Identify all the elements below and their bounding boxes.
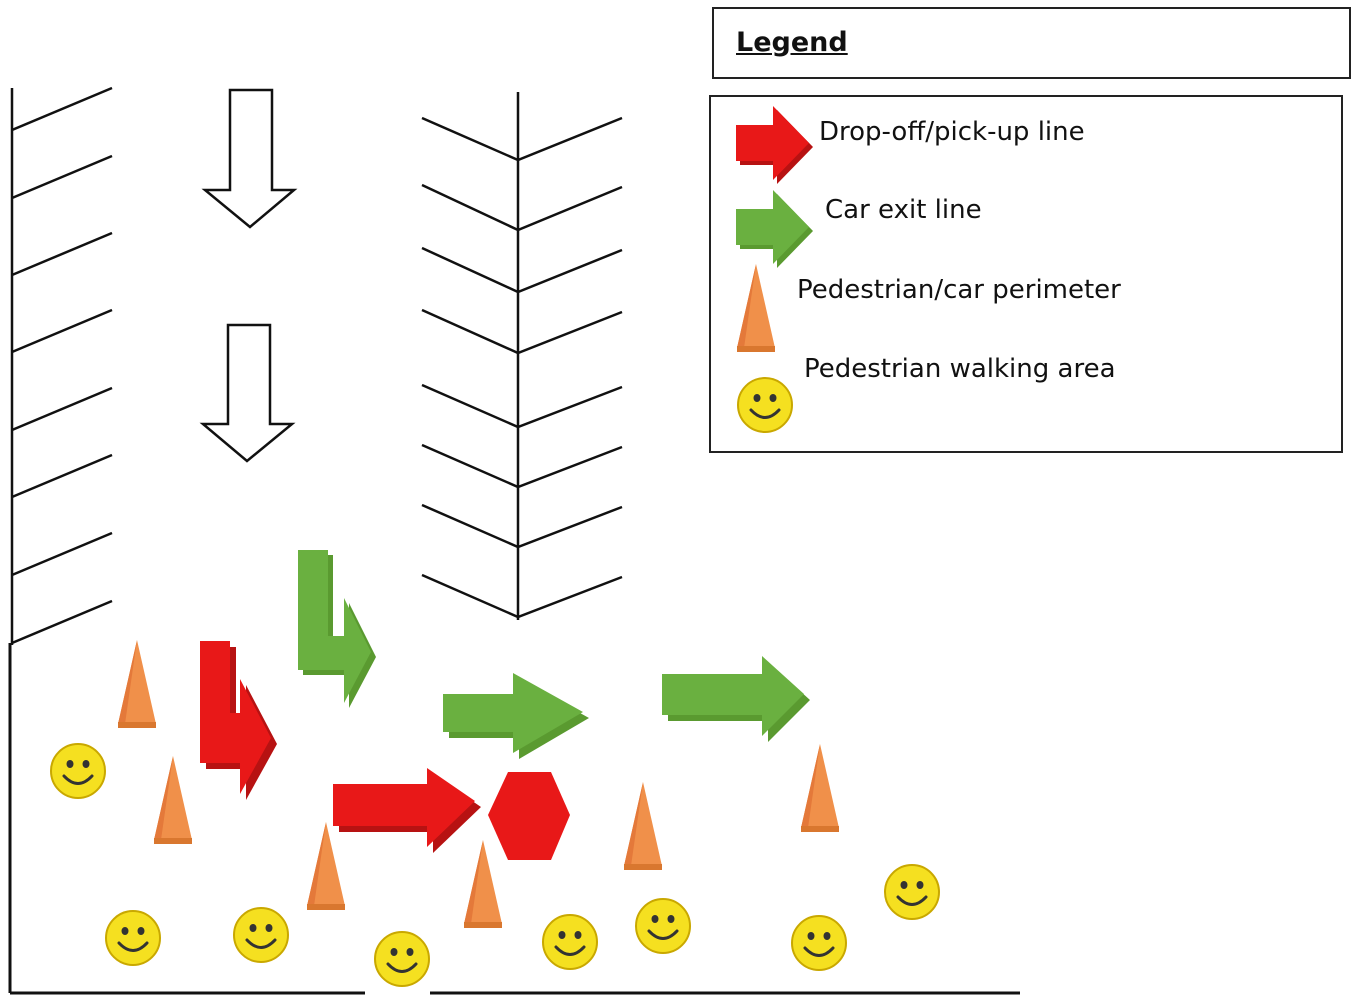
perimeter-cone [154,756,192,844]
pedestrian-area-smiley [790,914,848,972]
pedestrian-area-smiley [634,897,692,955]
legend-label-perimeter: Pedestrian/car perimeter [797,275,1121,305]
legend: Drop-off/pick-up line Car exit line Pede… [709,95,1343,453]
orange-cone-icon [737,264,775,352]
perimeter-cone [307,822,345,910]
lot-boundary [8,643,1020,995]
drop-off-arrow [333,768,481,853]
smiley-icon [737,377,793,433]
legend-label-drop-off: Drop-off/pick-up line [819,117,1085,147]
pedestrian-area-smiley [49,742,107,800]
perimeter-cone [624,782,662,870]
pedestrian-area-smiley [373,930,431,988]
perimeter-cone [801,744,839,832]
exit-arrow [662,656,810,742]
legend-label-car-exit: Car exit line [825,195,982,225]
exit-arrow [443,673,589,759]
green-arrow-icon [736,190,813,268]
left-parking-stalls [10,86,113,645]
traffic-direction-arrow [199,323,296,463]
pedestrian-area-smiley [232,906,290,964]
legend-label-walking-area: Pedestrian walking area [804,354,1116,384]
red-arrow-icon [736,106,813,184]
pedestrian-area-smiley [541,913,599,971]
drop-off-arrow-bent [200,641,277,800]
perimeter-cone [464,840,502,928]
legend-title: Legend [736,27,848,58]
exit-arrow-bent [298,550,376,708]
legend-header: Legend [712,7,1351,79]
pedestrian-area-smiley [104,909,162,967]
center-parking-stalls [421,92,623,620]
traffic-direction-arrow [201,88,298,229]
pedestrian-area-smiley [883,863,941,921]
stop-marker [488,772,570,860]
perimeter-cone [118,640,156,728]
